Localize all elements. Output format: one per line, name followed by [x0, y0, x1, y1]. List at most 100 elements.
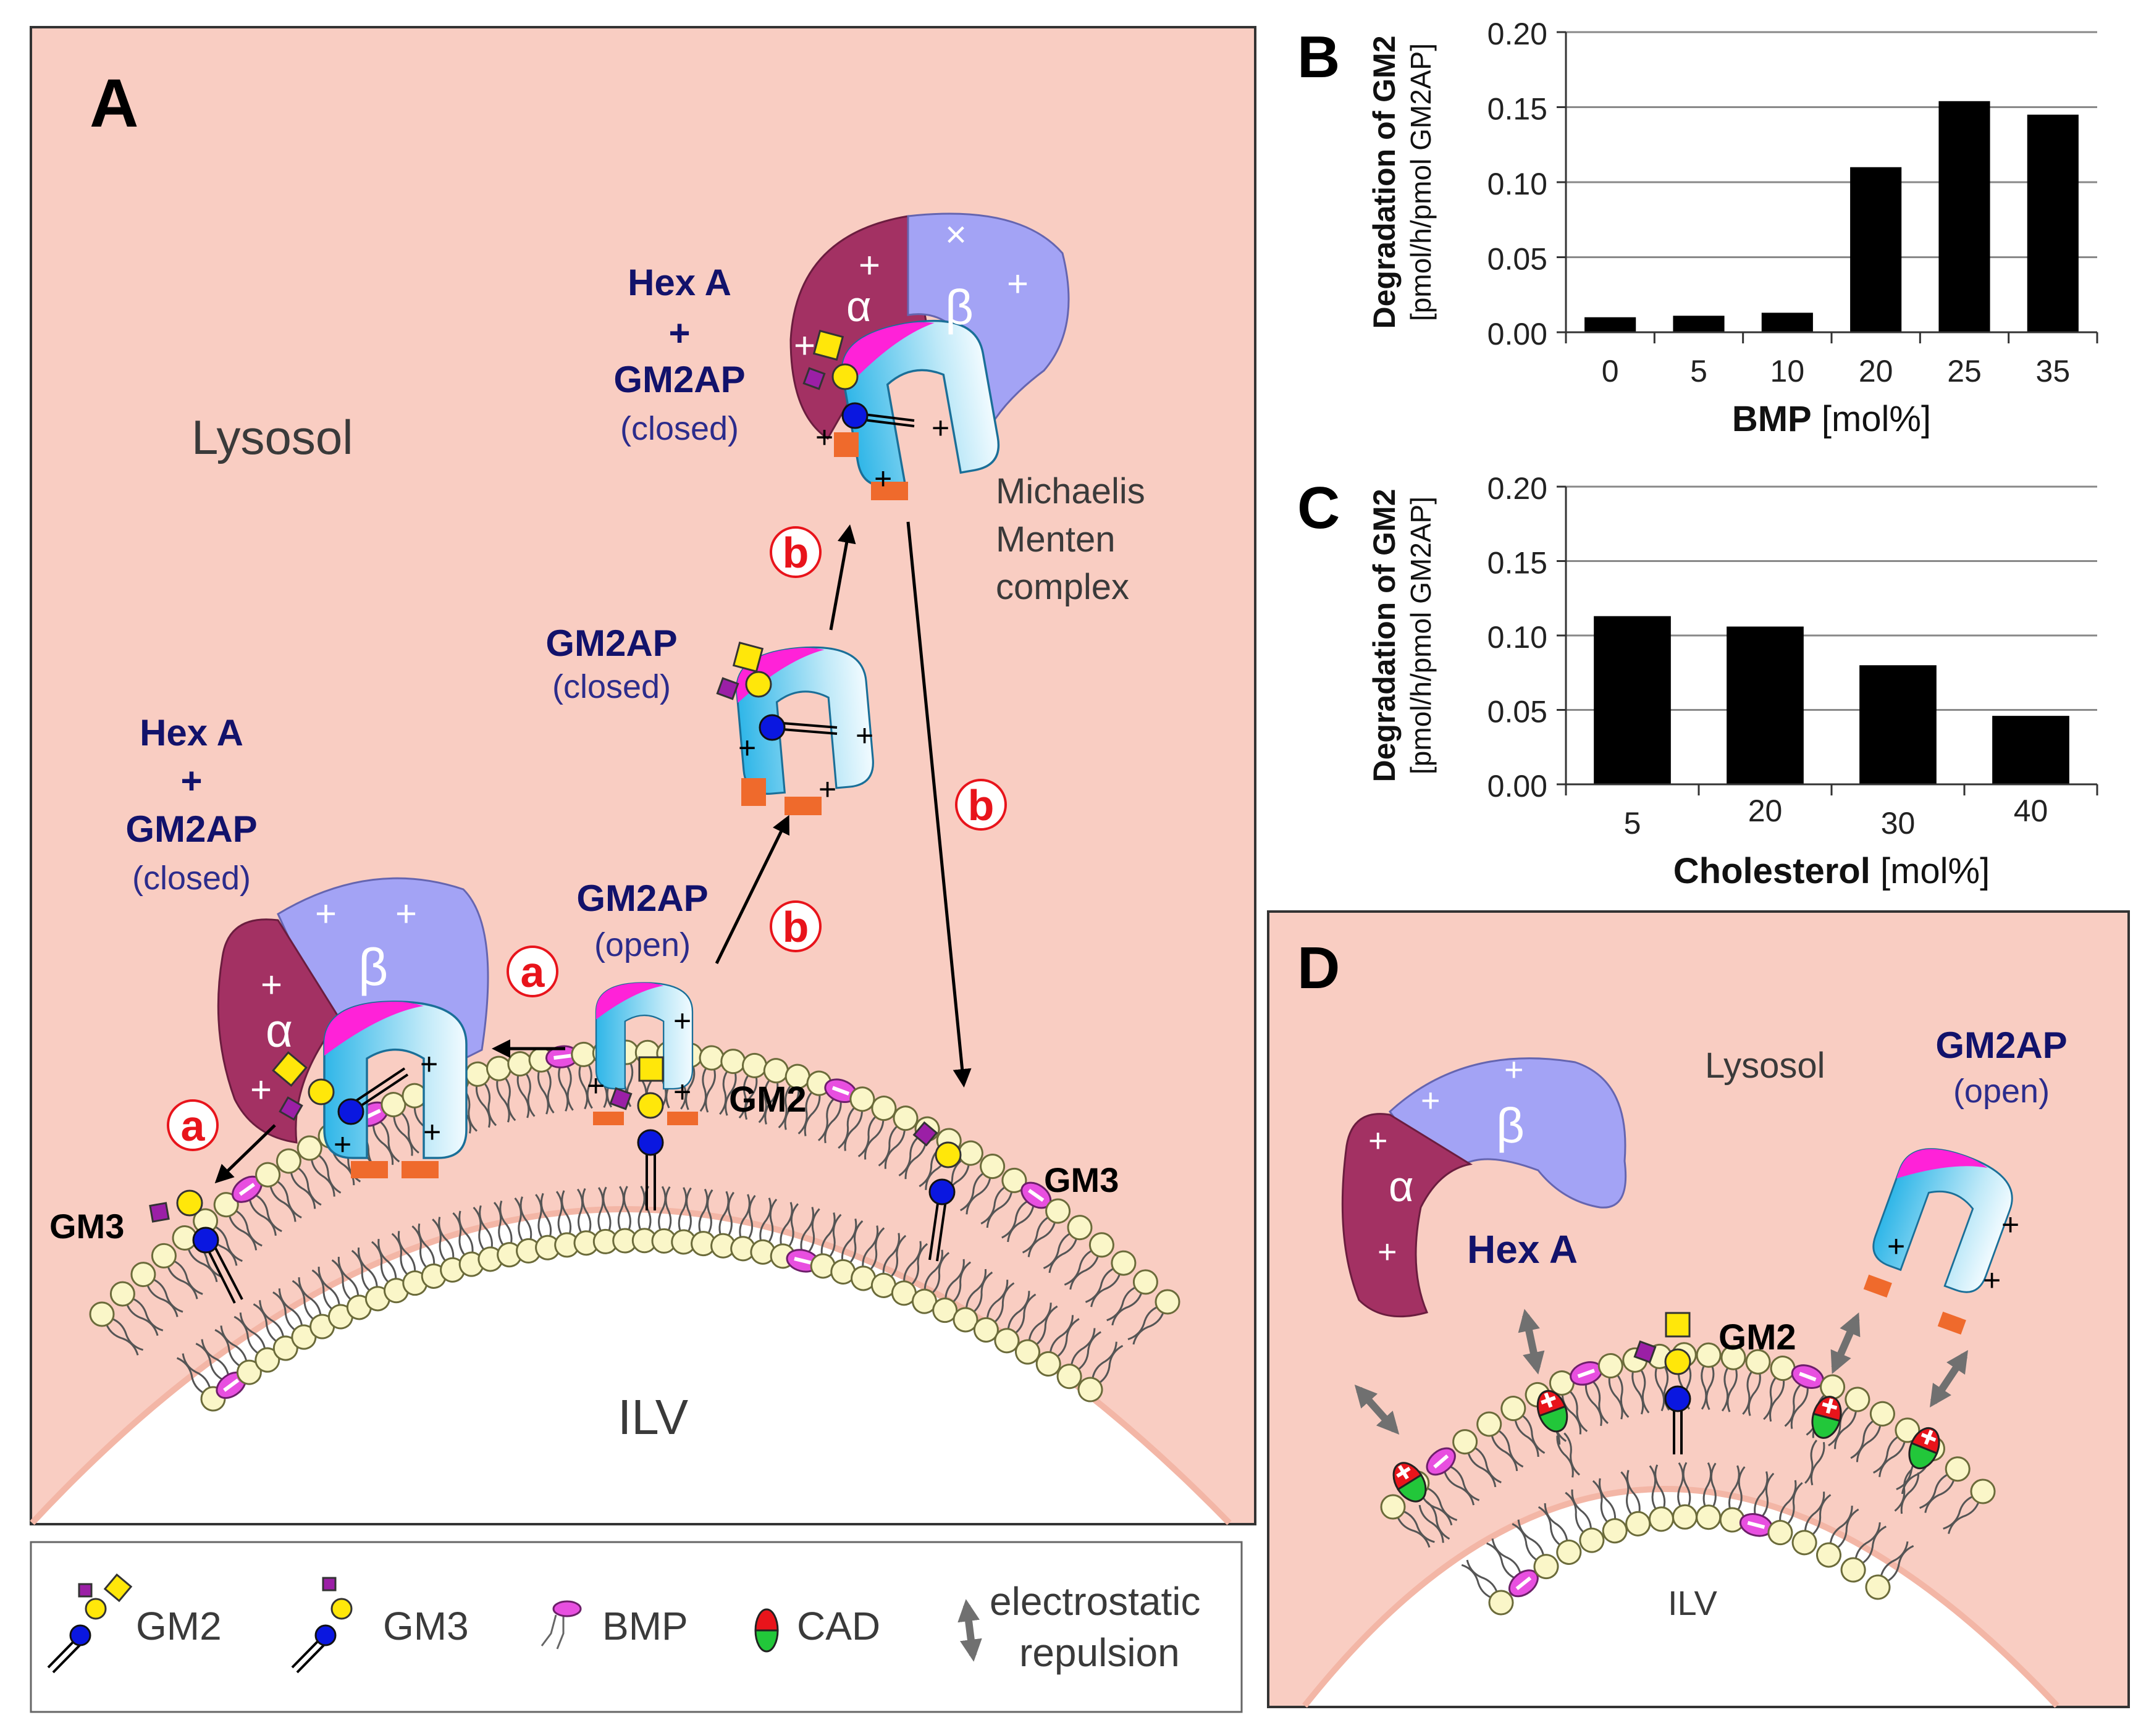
svg-text:+: +: [818, 772, 836, 807]
lysosol-label-d: Lysosol: [1705, 1046, 1825, 1086]
gm2ap-label-d: GM2AP: [1935, 1025, 2067, 1066]
svg-text:+: +: [738, 731, 756, 765]
gm2ap-open-membrane: + + +: [587, 982, 698, 1125]
svg-text:GM2AP: GM2AP: [613, 359, 745, 400]
x-tick-label: 5: [1690, 354, 1707, 388]
bar: [1594, 616, 1671, 784]
svg-text:+: +: [315, 893, 337, 934]
legend-bmp-label: BMP: [602, 1604, 688, 1648]
svg-text:β: β: [1496, 1098, 1525, 1153]
svg-text:α: α: [1389, 1162, 1413, 1210]
hexa-complex-top: α β + + × + + + +: [789, 212, 1070, 500]
svg-text:+: +: [874, 461, 892, 496]
gm3-label-right: GM3: [1044, 1160, 1119, 1199]
svg-text:Hex A: Hex A: [140, 712, 243, 753]
svg-text:+: +: [815, 420, 833, 455]
y-tick-label: 0.10: [1487, 167, 1547, 201]
hexa-label-d: Hex A: [1467, 1227, 1578, 1272]
step-b-2: b: [955, 779, 1007, 831]
x-tick-label: 0: [1602, 354, 1619, 388]
bar: [1727, 626, 1804, 784]
legend-gm3-label: GM3: [383, 1604, 469, 1648]
svg-text:+: +: [673, 1004, 691, 1038]
alpha-subunit-d: [1341, 1113, 1473, 1318]
svg-text:+: +: [1378, 1233, 1397, 1270]
pathway-arrows-a: [214, 521, 972, 1184]
x-axis-label: Cholesterol [mol%]: [1673, 851, 1990, 891]
panel-a-letter: A: [90, 65, 138, 141]
panel-b-letter: B: [1297, 24, 1340, 90]
legend-repulsion-l1: electrostatic: [990, 1579, 1200, 1624]
svg-text:(closed): (closed): [620, 410, 739, 447]
y-tick-label: 0.15: [1487, 92, 1547, 127]
hexa-free-d: α β + + + +: [1341, 1051, 1627, 1318]
hexa-complex-left: α β + + + + + + +: [217, 877, 489, 1178]
x-tick-label: 35: [2036, 354, 2071, 388]
gm2-lipid-open: [609, 1056, 664, 1210]
bar: [1584, 317, 1636, 332]
svg-text:+: +: [1421, 1082, 1441, 1119]
svg-text:+: +: [1504, 1051, 1524, 1088]
panel-d-letter: D: [1297, 935, 1340, 1001]
gm2ap-closed-middle: + + +: [716, 641, 877, 815]
legend-gm2-icon: [47, 1573, 133, 1674]
svg-text:+: +: [1983, 1263, 2001, 1298]
svg-text:+: +: [856, 718, 873, 753]
y-tick-label: 0.05: [1487, 695, 1547, 729]
step-a-2: a: [167, 1099, 219, 1151]
svg-text:×: ×: [945, 214, 967, 255]
lysosol-label-a: Lysosol: [191, 410, 353, 464]
svg-text:b: b: [783, 903, 809, 951]
x-tick-label: 25: [1947, 354, 1982, 388]
bar: [1992, 716, 2069, 784]
svg-text:β: β: [945, 280, 974, 335]
x-axis-label: BMP [mol%]: [1732, 399, 1931, 439]
svg-text:+: +: [334, 1127, 351, 1162]
y-tick-label: 0.00: [1487, 769, 1547, 803]
gm2ap-sub-d: (open): [1953, 1073, 2050, 1110]
svg-text:b: b: [783, 529, 809, 577]
gm2-lipid-d: [1633, 1312, 1691, 1454]
svg-text:(closed): (closed): [132, 860, 251, 897]
step-markers: a a b b b: [167, 526, 1007, 1151]
bar: [1761, 312, 1813, 332]
hexa-gm2ap-top-label: Hex A + GM2AP (closed): [613, 262, 745, 447]
svg-text:+: +: [1368, 1122, 1388, 1159]
gm2ap-closed-sub: (closed): [552, 668, 671, 705]
svg-text:+: +: [932, 411, 949, 445]
svg-text:complex: complex: [996, 567, 1129, 607]
svg-text:α: α: [266, 1005, 293, 1057]
gm2ap-closed-label: GM2AP: [545, 623, 677, 664]
step-b-3: b: [770, 900, 822, 952]
x-tick-label: 20: [1859, 354, 1893, 388]
bar: [1850, 167, 1902, 332]
y-tick-label: 0.05: [1487, 242, 1547, 277]
legend-repulsion-icon: [957, 1599, 982, 1662]
y-tick-label: 0.15: [1487, 546, 1547, 581]
y-axis-unit: [pmol/h/pmol GM2AP]: [1405, 497, 1437, 774]
y-axis-label: Degradation of GM2: [1367, 489, 1402, 782]
gm2ap-open-label: GM2AP: [576, 878, 708, 919]
svg-text:+: +: [395, 893, 417, 934]
svg-text:+: +: [420, 1047, 438, 1081]
svg-text:+: +: [673, 1075, 691, 1109]
gm3-label-left: GM3: [49, 1207, 124, 1246]
beta-subunit-d: [1388, 1057, 1627, 1209]
svg-text:a: a: [181, 1102, 206, 1150]
legend-cad-label: CAD: [797, 1604, 880, 1648]
legend-bmp-icon: [541, 1600, 582, 1650]
svg-text:α: α: [846, 282, 871, 330]
michaelis-menten-label: Michaelis Menten complex: [996, 471, 1145, 607]
step-b-1: b: [770, 526, 822, 578]
legend-box: [30, 1541, 1243, 1713]
y-tick-label: 0.20: [1487, 17, 1547, 51]
svg-text:β: β: [358, 938, 388, 996]
legend-cad-icon: [754, 1608, 779, 1653]
step-a-1: a: [507, 946, 558, 997]
svg-text:+: +: [261, 964, 282, 1005]
alpha-subunit-left: [217, 918, 341, 1144]
gm3-lipid-left: [149, 1189, 243, 1304]
bar: [1938, 101, 1990, 332]
svg-text:a: a: [521, 948, 545, 996]
